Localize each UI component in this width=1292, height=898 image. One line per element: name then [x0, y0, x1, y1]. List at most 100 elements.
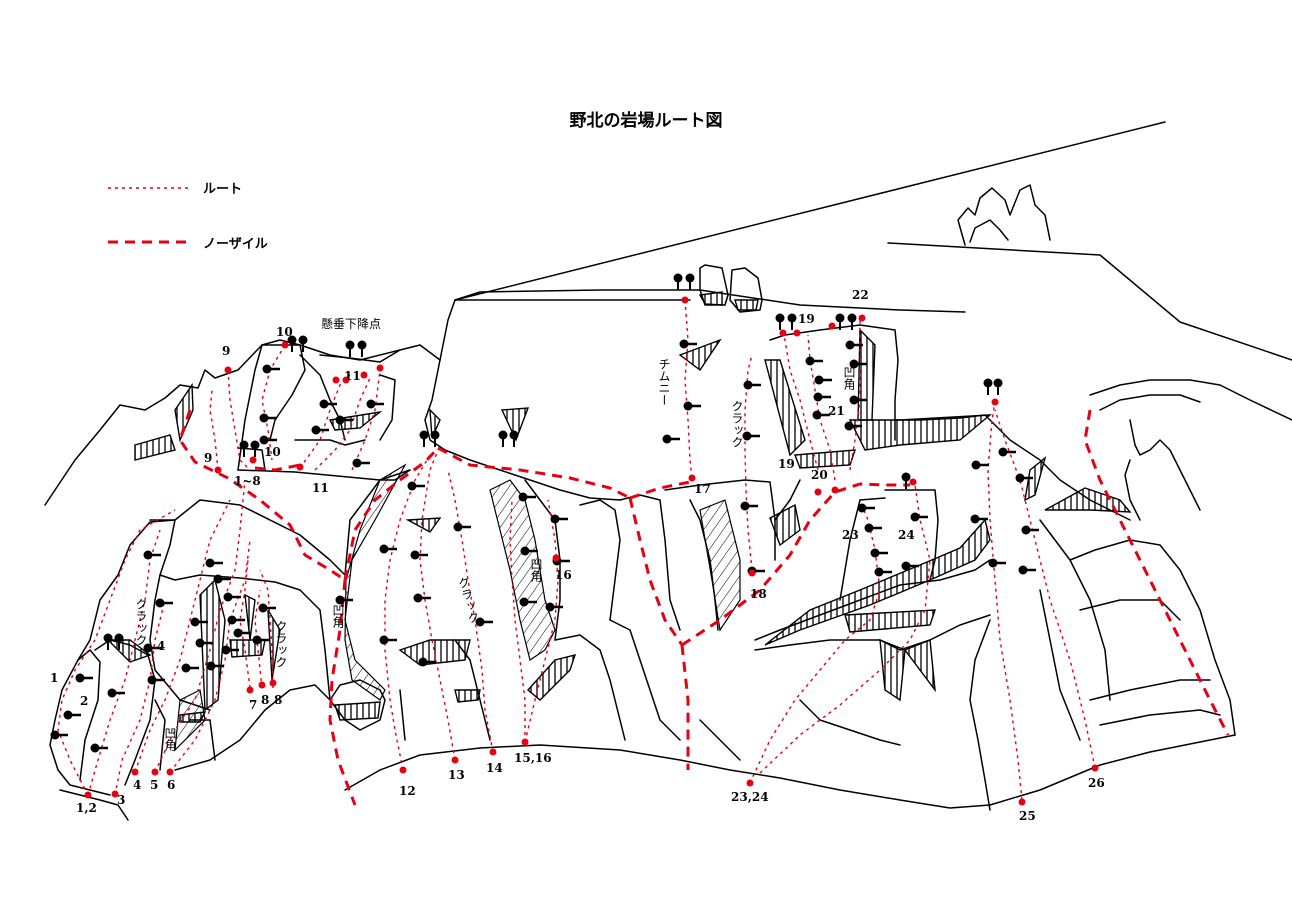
chimney-label: チムニー: [657, 358, 671, 406]
bolt-marker: [143, 550, 161, 560]
rock-outlines: [44, 121, 1292, 821]
bolt-marker: [413, 593, 431, 603]
route-num-20: 20: [811, 468, 828, 482]
anchor-marker: [298, 335, 308, 352]
bolt-marker: [252, 635, 270, 645]
bolt-marker: [901, 561, 919, 571]
bolt-marker: [1018, 565, 1036, 575]
bolt-marker: [662, 434, 680, 444]
route-point: [258, 681, 266, 689]
route-point: [111, 790, 119, 798]
crack-label-right: クラック: [730, 400, 744, 448]
anchor-marker: [419, 430, 429, 447]
bolt-marker: [259, 413, 277, 423]
anchor-marker: [685, 273, 695, 290]
bolt-marker: [107, 688, 125, 698]
bolt-marker: [319, 399, 337, 409]
route-num-15-16: 15,16: [514, 751, 552, 765]
bolt-marker: [849, 395, 867, 405]
route-num-2: 2: [80, 694, 88, 708]
route-num-1: 1: [50, 671, 58, 685]
route-point: [151, 768, 159, 776]
anchor-marker: [498, 430, 508, 447]
route-point: [746, 779, 754, 787]
crack-label-center: クラック: [455, 575, 481, 625]
anchor-marker: [847, 313, 857, 330]
bolt-marker: [155, 598, 173, 608]
route-point: [332, 376, 340, 384]
route-num-21: 21: [828, 404, 845, 418]
route-num-23: 23: [842, 528, 859, 542]
route-numbers: 1 2 1,2 3 4 4 5 6 7 8 8 1~8 9 9 10 10 11…: [50, 288, 1105, 823]
route-point: [84, 791, 92, 799]
legend-nosail-label: ノーザイル: [203, 237, 268, 252]
bolt-marker: [910, 512, 928, 522]
bolt-marker: [453, 522, 471, 532]
route-num-6: 6: [167, 778, 175, 792]
bolt-marker: [75, 673, 93, 683]
route-point: [1018, 798, 1026, 806]
dihedral-label-2: 凹角: [529, 558, 543, 583]
route-num-11b: 11: [312, 481, 329, 495]
bolt-marker: [805, 356, 823, 366]
route-num-14: 14: [486, 761, 503, 775]
crack-label-left: クラック: [134, 598, 148, 646]
bolts: [50, 339, 1039, 753]
bolt-marker: [518, 492, 536, 502]
route-point: [399, 766, 407, 774]
route-point: [249, 456, 257, 464]
anchor-marker: [509, 430, 519, 447]
bolt-marker: [233, 628, 251, 638]
crack-label-left2: クラック: [274, 620, 288, 668]
route-num-17: 17: [694, 482, 711, 496]
descent-point-label: 懸垂下降点: [321, 317, 381, 331]
bolt-marker: [520, 546, 538, 556]
route-num-26: 26: [1088, 776, 1105, 790]
bolt-marker: [814, 375, 832, 385]
bolt-marker: [50, 730, 68, 740]
legend-route-label: ルート: [203, 182, 243, 197]
dihedral-label-4: 凹角: [163, 727, 177, 752]
route-point: [246, 686, 254, 694]
bolt-marker: [143, 643, 161, 653]
anchor-marker: [835, 313, 845, 330]
bolt-marker: [475, 617, 493, 627]
bolt-marker: [812, 410, 830, 420]
bolt-marker: [335, 595, 353, 605]
bolt-marker: [857, 503, 875, 513]
bolt-marker: [418, 657, 436, 667]
route-point: [131, 768, 139, 776]
bolt-marker: [742, 431, 760, 441]
bolt-marker: [227, 615, 245, 625]
route-point: [909, 478, 917, 486]
route-point: [831, 486, 839, 494]
bolt-marker: [63, 710, 81, 720]
anchor-marker: [787, 313, 797, 330]
route-num-4-label: 4: [157, 639, 165, 653]
anchor-marker: [345, 340, 355, 357]
bolt-marker: [213, 574, 231, 584]
anchor-marker: [250, 440, 260, 457]
route-num-7: 7: [249, 698, 257, 712]
route-point: [166, 768, 174, 776]
route-point: [296, 463, 304, 471]
route-point: [991, 398, 999, 406]
route-num-16: 16: [555, 568, 572, 582]
bolt-marker: [683, 401, 701, 411]
bolt-marker: [311, 425, 329, 435]
anchor-marker: [430, 430, 440, 447]
bolt-marker: [352, 458, 370, 468]
bolt-marker: [379, 635, 397, 645]
bolt-marker: [407, 481, 425, 491]
bolt-marker: [90, 743, 108, 753]
bolt-marker: [864, 523, 882, 533]
route-num-9b: 9: [204, 451, 212, 465]
bolt-marker: [550, 514, 568, 524]
route-num-12: 12: [399, 784, 416, 798]
bolt-marker: [998, 447, 1016, 457]
anchor-marker: [901, 472, 911, 489]
route-num-24: 24: [898, 528, 915, 542]
nosail-lines: [178, 409, 1230, 806]
